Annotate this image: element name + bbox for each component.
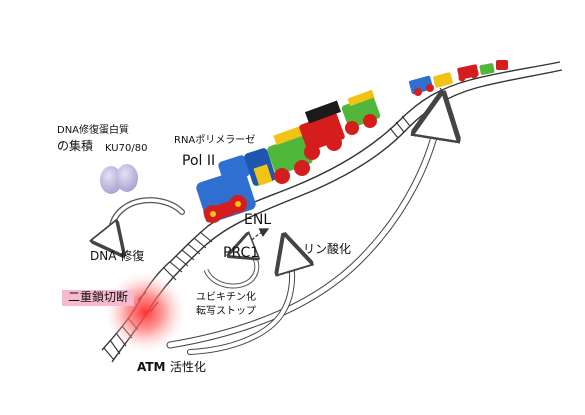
activation-label: 活性化 [170,360,207,374]
enl-label: ENL [244,212,272,228]
ku-label: KU70/80 [105,143,148,154]
train-car-2 [267,124,313,184]
far-train-cars [409,60,508,96]
dna-repair-label: DNA 修復 [90,249,145,263]
train-car-3 [299,100,345,160]
double-strand-break-glow [105,272,185,352]
dna-repair-protein-label: DNA修復蛋白質 [57,125,130,136]
locomotive [196,148,276,223]
prc1-label: PRC1 [223,245,260,261]
enl-prc1-link [251,228,270,241]
accumulation-label: の集積 [57,139,94,153]
transcription-stop-label: 転写ストップ [196,306,256,317]
phosphorylation-label: リン酸化 [303,242,352,256]
dna-repair-arrow [108,197,185,249]
rna-polymerase-train [196,60,508,223]
double-strand-break-label: 二重鎖切断 [62,290,135,306]
ku70-80-protein [100,164,138,194]
pol-ii-label: Pol II [182,153,216,169]
rna-polymerase-label: RNAポリメラーゼ [174,135,256,146]
ubiquitination-label: ユビキチン化 [196,292,256,303]
atm-label: ATM [137,360,166,374]
train-car-4 [341,89,381,135]
